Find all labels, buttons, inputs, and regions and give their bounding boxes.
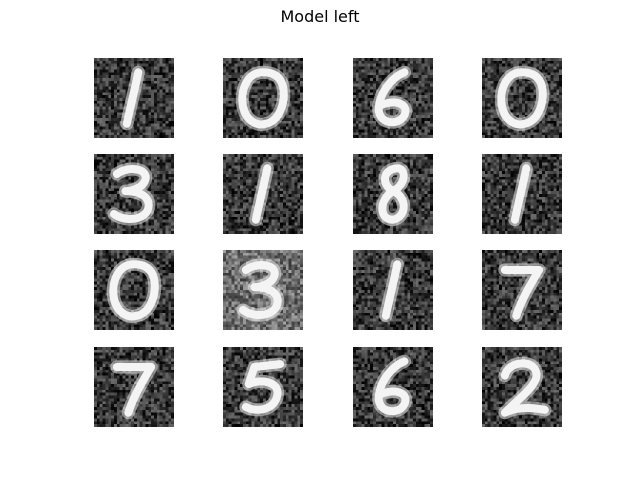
digit-sample-image (94, 58, 174, 138)
digit-stroke (498, 263, 546, 323)
digit-sample-image (94, 154, 174, 234)
digit-sample-image (223, 250, 303, 330)
digit-sample-image (223, 347, 303, 427)
digit-stroke (120, 65, 145, 131)
digit-sample-image (482, 154, 562, 234)
digit-stroke (498, 356, 552, 420)
digit-sample-image (94, 250, 174, 330)
digit-sample-image (353, 58, 433, 138)
digit-sample-image (223, 58, 303, 138)
digit-stroke (494, 65, 550, 131)
digit-stroke (239, 357, 287, 417)
digit-sample-image (353, 250, 433, 330)
digit-sample-image (223, 154, 303, 234)
digit-sample-image (94, 347, 174, 427)
digit-stroke (372, 354, 412, 418)
digit-stroke (508, 161, 533, 227)
digit-stroke (107, 162, 156, 226)
digit-stroke (249, 161, 274, 227)
digit-stroke (236, 258, 285, 322)
digit-stroke (379, 257, 404, 323)
digit-sample-image (482, 58, 562, 138)
digit-stroke (106, 257, 162, 323)
digit-sample-image (353, 154, 433, 234)
digit-stroke (375, 161, 411, 227)
digit-stroke (372, 65, 412, 129)
digit-sample-image (482, 250, 562, 330)
digit-sample-image (353, 347, 433, 427)
figure-title: Model left (280, 7, 360, 26)
digit-stroke (235, 65, 291, 131)
digit-stroke (110, 360, 158, 420)
digit-sample-image (482, 347, 562, 427)
